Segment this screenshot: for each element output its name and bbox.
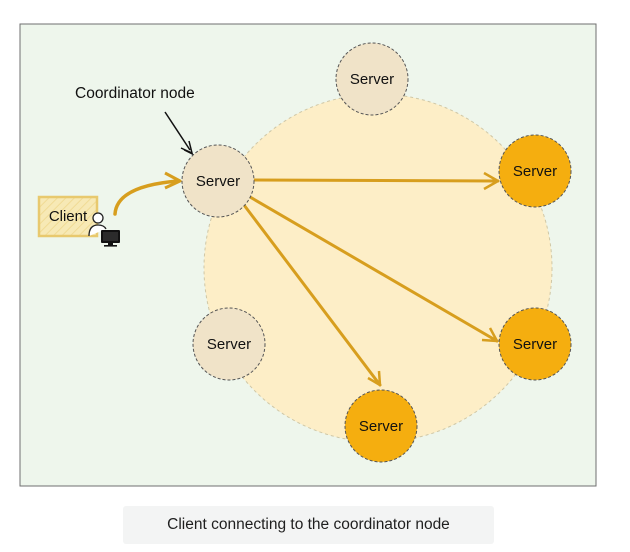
user-computer-icon (88, 212, 120, 247)
server-coordinator-label: Server (196, 173, 240, 190)
server-right-top-label: Server (513, 163, 557, 180)
arrow-to-right-top-server (251, 171, 500, 191)
server-coordinator: Server (181, 144, 255, 218)
coordinator-pointer-arrow (164, 111, 195, 156)
architecture-diagram: Server Server Server Server Server Serve… (19, 23, 597, 487)
client-node: Client (37, 195, 99, 238)
server-bottom-label: Server (359, 418, 403, 435)
server-left-bottom: Server (192, 307, 266, 381)
coordinator-annotation: Coordinator node (75, 85, 195, 102)
arrow-to-right-bottom-server (248, 195, 499, 343)
server-top-label: Server (350, 71, 394, 88)
server-bottom: Server (344, 389, 418, 463)
figure-caption: Client connecting to the coordinator nod… (123, 506, 494, 544)
server-left-bottom-label: Server (207, 336, 251, 353)
replica-arrows (242, 171, 500, 387)
client-to-coordinator-arrow (113, 171, 182, 216)
server-top: Server (335, 42, 409, 116)
server-right-bottom-label: Server (513, 336, 557, 353)
client-label: Client (49, 208, 88, 225)
server-right-top: Server (498, 134, 572, 208)
server-right-bottom: Server (498, 307, 572, 381)
arrow-to-bottom-server (242, 203, 382, 387)
